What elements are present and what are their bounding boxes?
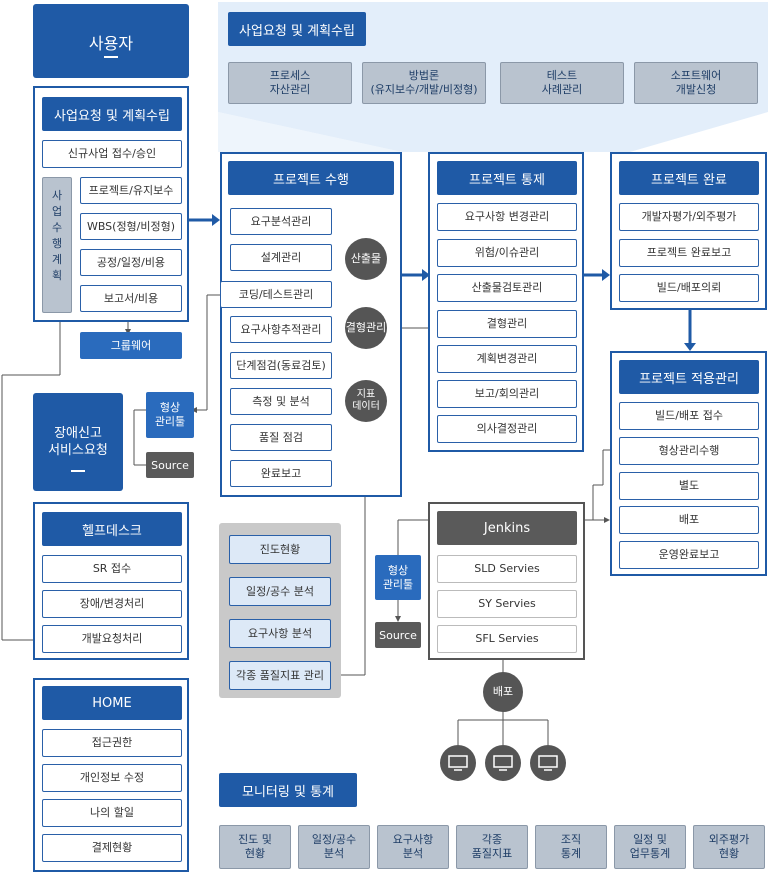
user-box [33, 4, 189, 78]
apply-item-ops-report[interactable]: 운영완료보고 [619, 541, 759, 569]
control-item-req-change[interactable]: 요구사항 변경관리 [437, 203, 577, 231]
exec-item-quality[interactable]: 품질 점검 [230, 424, 332, 451]
deploy-circle[interactable]: 배포 [483, 672, 523, 712]
plan-item-report[interactable]: 보고서/비용 [80, 285, 182, 312]
home-access[interactable]: 접근권한 [42, 729, 182, 757]
plan-item-schedule[interactable]: 공정/일정/비용 [80, 249, 182, 276]
exec-item-coding[interactable]: 코딩/테스트관리 [220, 281, 332, 308]
helpdesk-change[interactable]: 장애/변경처리 [42, 590, 182, 618]
banner-item-method[interactable]: 방법론 (유지보수/개발/비정형) [362, 62, 486, 104]
incident-service-dash [71, 470, 85, 472]
home-title: HOME [42, 686, 182, 720]
home-todo[interactable]: 나의 할일 [42, 799, 182, 827]
plan-vertical-label-box [42, 177, 72, 313]
jenkins-sld[interactable]: SLD Servies [437, 555, 577, 583]
exec-item-measure[interactable]: 측정 및 분석 [230, 388, 332, 415]
exec-item-complete[interactable]: 완료보고 [230, 460, 332, 487]
apply-item-build-receive[interactable]: 빌드/배포 접수 [619, 402, 759, 430]
apply-item-separate[interactable]: 별도 [619, 472, 759, 500]
home-payment[interactable]: 결제현황 [42, 834, 182, 862]
banner-item-test[interactable]: 테스트 사례관리 [500, 62, 624, 104]
banner-title: 사업요청 및 계획수립 [228, 12, 366, 46]
deliverables-circle[interactable]: 산출물 [345, 238, 387, 280]
done-item-eval[interactable]: 개발자평가/외주평가 [619, 203, 759, 231]
banner-item-software[interactable]: 소프트웨어 개발신청 [634, 62, 758, 104]
home-profile[interactable]: 개인정보 수정 [42, 764, 182, 792]
monitor-icon-1 [440, 745, 476, 781]
approval-circle[interactable]: 결형관리 [345, 307, 387, 349]
monitoring-item-work[interactable]: 일정 및 업무통계 [614, 825, 686, 869]
helpdesk-dev-request[interactable]: 개발요청처리 [42, 625, 182, 653]
status-item-quality[interactable]: 각종 품질지표 관리 [229, 661, 331, 690]
config-tool-1[interactable]: 형상 관리툴 [146, 392, 194, 438]
project-exec-title: 프로젝트 수행 [228, 161, 394, 195]
source-1[interactable]: Source [146, 452, 194, 478]
helpdesk-title: 헬프데스크 [42, 512, 182, 546]
control-item-deliverable-review[interactable]: 산출물검토관리 [437, 274, 577, 302]
source-2[interactable]: Source [375, 622, 421, 648]
monitoring-item-outsource[interactable]: 외주평가 현황 [693, 825, 765, 869]
project-done-title: 프로젝트 완료 [619, 161, 759, 195]
monitoring-item-requirements[interactable]: 요구사항 분석 [377, 825, 449, 869]
monitoring-item-schedule[interactable]: 일정/공수 분석 [298, 825, 370, 869]
done-item-build-request[interactable]: 빌드/배포의뢰 [619, 274, 759, 302]
user-dash [104, 56, 118, 58]
plan-panel-title: 사업요청 및 계획수립 [42, 97, 182, 131]
plan-item-wbs[interactable]: WBS(정형/비정형) [80, 213, 182, 240]
helpdesk-sr[interactable]: SR 접수 [42, 555, 182, 583]
jenkins-title: Jenkins [437, 511, 577, 545]
status-item-schedule[interactable]: 일정/공수 분석 [229, 577, 331, 606]
metrics-circle[interactable]: 지표 데이터 [345, 380, 387, 422]
monitor-icon-2 [485, 745, 521, 781]
control-item-approval[interactable]: 결형관리 [437, 310, 577, 338]
control-item-decision[interactable]: 의사결정관리 [437, 415, 577, 443]
control-item-meeting[interactable]: 보고/회의관리 [437, 380, 577, 408]
monitoring-item-quality[interactable]: 각종 품질지표 [456, 825, 528, 869]
status-item-progress[interactable]: 진도현황 [229, 535, 331, 564]
monitoring-title: 모니터링 및 통계 [219, 773, 357, 807]
done-item-report[interactable]: 프로젝트 완료보고 [619, 239, 759, 267]
exec-item-trace[interactable]: 요구사항추적관리 [230, 316, 332, 343]
exec-item-design[interactable]: 설계관리 [230, 244, 332, 271]
apply-item-deploy[interactable]: 배포 [619, 506, 759, 534]
monitoring-item-progress[interactable]: 진도 및 현황 [219, 825, 291, 869]
control-item-plan-change[interactable]: 계획변경관리 [437, 345, 577, 373]
project-control-title: 프로젝트 통제 [437, 161, 577, 195]
monitoring-item-org[interactable]: 조직 통계 [535, 825, 607, 869]
incident-service-label: 장애신고 서비스요청 [48, 426, 108, 458]
user-label: 사용자 [88, 34, 134, 53]
monitor-icon-3 [530, 745, 566, 781]
apply-item-config[interactable]: 형상관리수행 [619, 437, 759, 465]
new-project-item[interactable]: 신규사업 접수/승인 [42, 140, 182, 168]
plan-item-maintenance[interactable]: 프로젝트/유지보수 [80, 177, 182, 204]
plan-vertical-label: 사업수행계획 [51, 189, 63, 282]
control-item-risk[interactable]: 위험/이슈관리 [437, 239, 577, 267]
jenkins-sfl[interactable]: SFL Servies [437, 625, 577, 653]
status-item-requirements[interactable]: 요구사항 분석 [229, 619, 331, 648]
jenkins-sy[interactable]: SY Servies [437, 590, 577, 618]
banner-item-process[interactable]: 프로세스 자산관리 [228, 62, 352, 104]
incident-service-box [33, 393, 123, 491]
config-tool-2[interactable]: 형상 관리툴 [375, 555, 421, 600]
exec-item-review[interactable]: 단계점검(동료검토) [230, 352, 332, 379]
project-apply-title: 프로젝트 적용관리 [619, 360, 759, 394]
groupware-button[interactable]: 그룹웨어 [80, 332, 182, 359]
exec-item-requirements[interactable]: 요구분석관리 [230, 208, 332, 235]
